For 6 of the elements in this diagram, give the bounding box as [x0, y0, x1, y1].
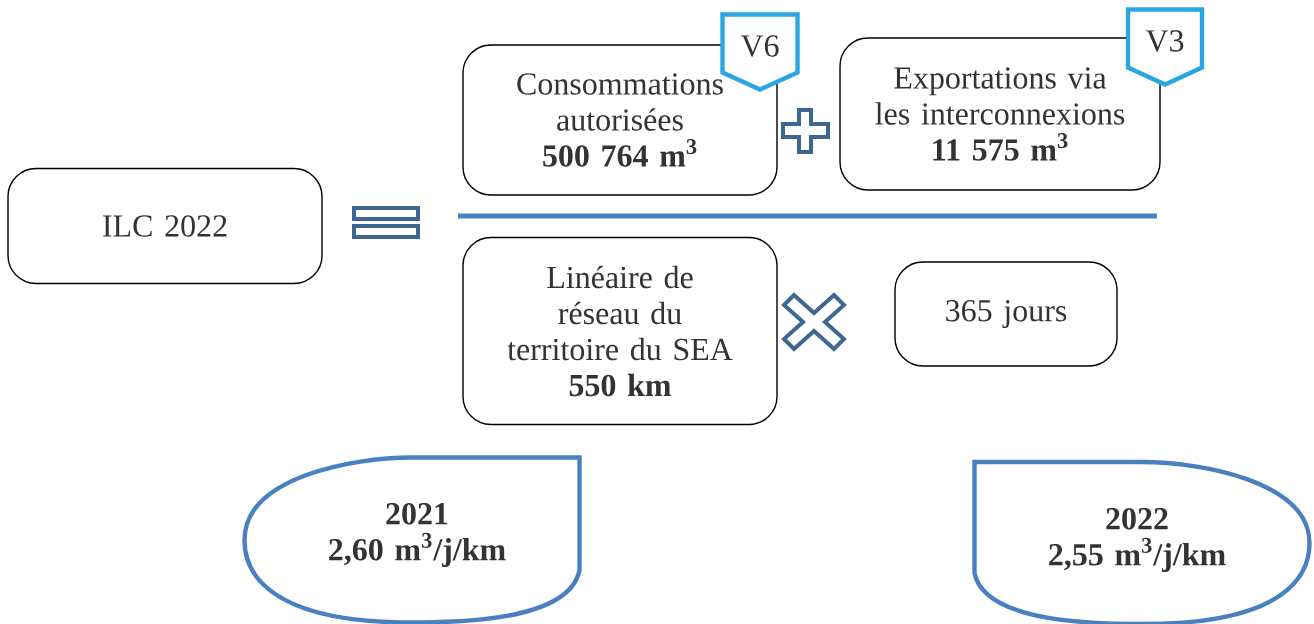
rounded-box: ILC 2022	[7, 167, 323, 285]
rounded-box: Linéaire de réseau du territoire du SEA 550 km	[462, 236, 778, 426]
rounded-box: 365 jours	[894, 261, 1118, 367]
tag-badge: V3	[1125, 7, 1205, 87]
result-bubble: 2022 2,55 m$^{3}$/j/km	[972, 459, 1312, 624]
result-bubble: 2021 2,60 m$^{3}$/j/km	[242, 455, 582, 624]
